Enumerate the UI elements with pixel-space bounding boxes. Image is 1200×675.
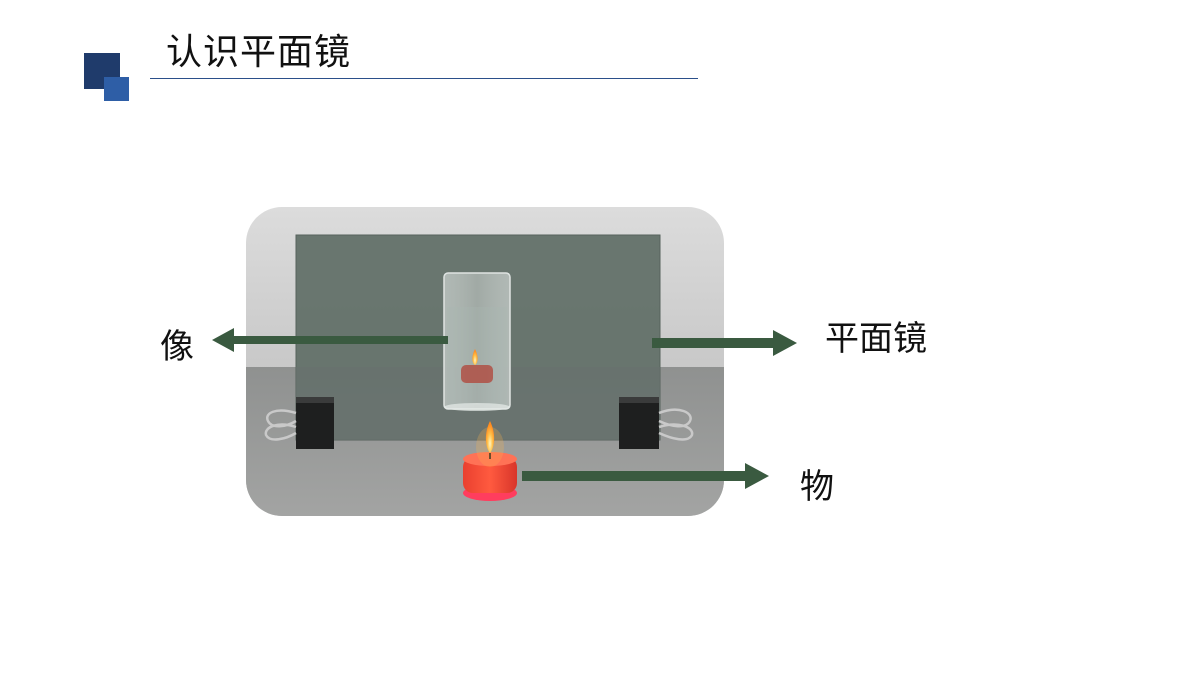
logo-square-light — [104, 77, 129, 101]
object-label: 物 — [800, 467, 834, 507]
left-arrow-icon — [212, 328, 448, 352]
slide-title: 认识平面镜 — [166, 32, 352, 73]
slide-logo — [84, 53, 130, 101]
title-underline — [150, 78, 698, 79]
right-arrow-icon — [652, 330, 797, 356]
image-arrow — [212, 328, 448, 352]
experiment-photo — [246, 207, 724, 516]
object-arrow — [522, 463, 769, 489]
experiment-illustration — [246, 207, 724, 516]
image-label: 像 — [160, 327, 194, 367]
right-arrow-icon — [522, 463, 769, 489]
mirror-arrow — [652, 330, 797, 356]
mirror-label: 平面镜 — [825, 319, 927, 359]
